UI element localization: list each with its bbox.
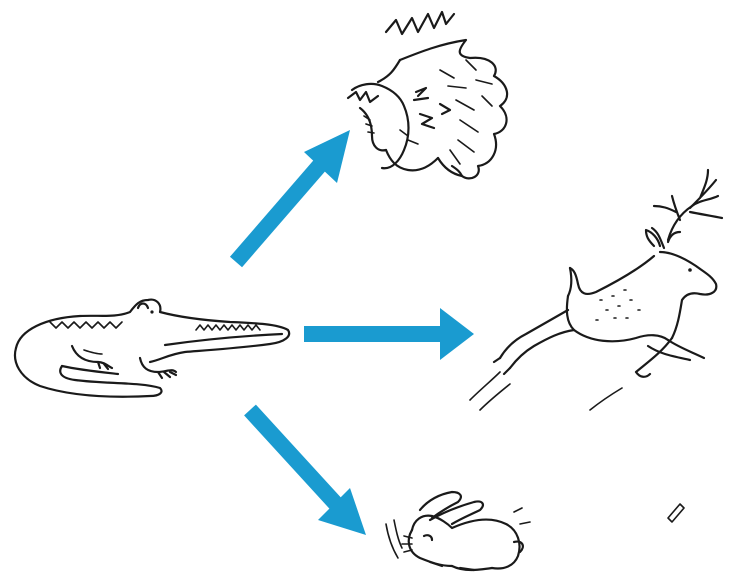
arrow-to-rabbit [244,404,366,535]
deer-icon [469,168,724,411]
lion-head-icon [346,10,509,180]
rabbit-icon [385,490,531,572]
pencil-mark-icon [667,503,685,523]
arrow-to-deer [304,308,474,360]
arrow-to-lion [229,130,350,268]
crocodile-icon [13,298,291,398]
